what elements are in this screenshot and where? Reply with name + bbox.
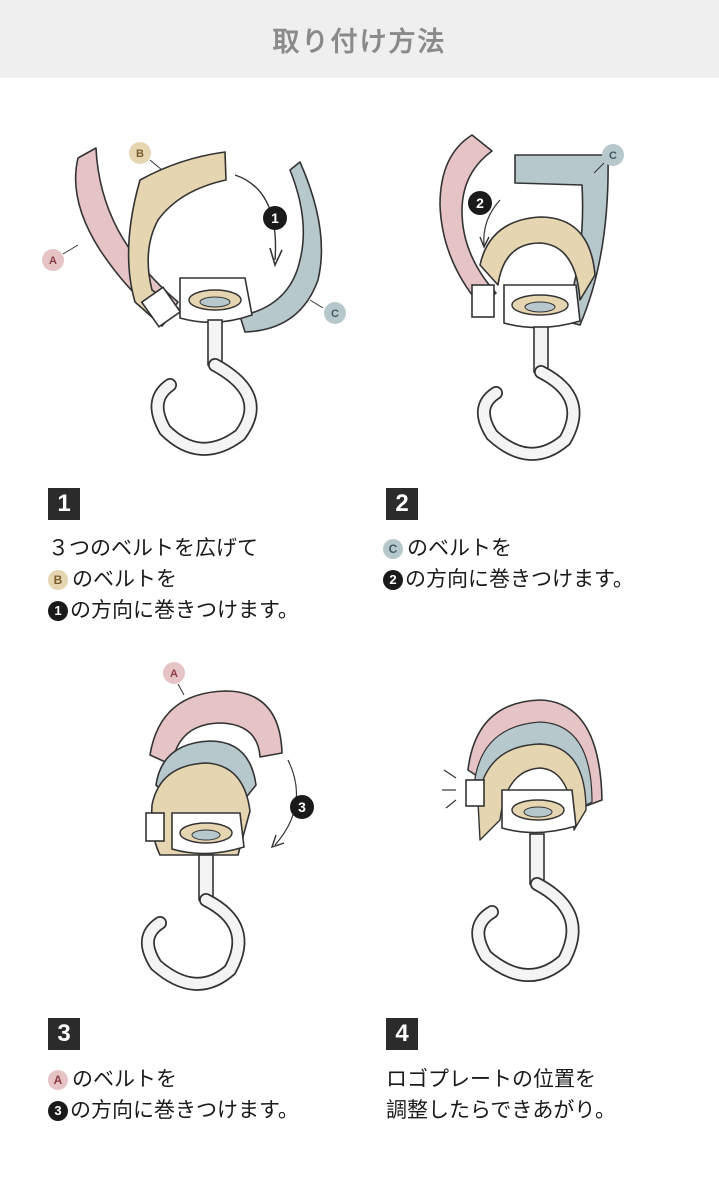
step-2-line-1-text: のベルトを xyxy=(407,536,512,560)
step-2-illustration: 2 C xyxy=(439,134,624,461)
step-4-illustration xyxy=(442,699,603,982)
belt-b-badge: B xyxy=(48,570,68,590)
step-2-number: 2 xyxy=(386,488,418,520)
svg-text:1: 1 xyxy=(271,210,279,226)
svg-text:C: C xyxy=(609,150,617,162)
step-3-line-2-text: の方向に巻きつけます。 xyxy=(70,1098,299,1122)
step-4-line-1: ロゴプレートの位置を xyxy=(386,1067,596,1091)
svg-text:C: C xyxy=(331,308,339,320)
step-1-line-2-text: のベルトを xyxy=(72,567,177,591)
step-3-number: 3 xyxy=(48,1018,80,1050)
page-title: 取り付け方法 xyxy=(272,26,447,58)
step-1-number: 1 xyxy=(48,488,80,520)
step-3-line-1-text: のベルトを xyxy=(72,1067,177,1091)
svg-text:A: A xyxy=(49,255,57,267)
svg-text:B: B xyxy=(136,148,144,160)
direction-3-marker: 3 xyxy=(48,1101,68,1121)
step-1-line-3-text: の方向に巻きつけます。 xyxy=(70,598,299,622)
svg-text:A: A xyxy=(170,668,178,680)
step-3-illustration: 3 A xyxy=(141,662,314,991)
direction-1-marker: 1 xyxy=(48,601,68,621)
belt-c-badge: C xyxy=(383,539,403,559)
belt-a-badge: A xyxy=(48,1070,68,1090)
step-4-number: 4 xyxy=(386,1018,418,1050)
direction-2-marker: 2 xyxy=(383,570,403,590)
step-4-description: ロゴプレートの位置を 調整したらできあがり。 xyxy=(386,1064,616,1126)
page-header: 取り付け方法 xyxy=(0,0,719,78)
svg-text:2: 2 xyxy=(476,195,484,211)
step-4-line-2: 調整したらできあがり。 xyxy=(386,1098,616,1122)
svg-text:3: 3 xyxy=(298,799,306,815)
step-1-line-1: ３つのベルトを広げて xyxy=(48,536,258,560)
step-1-illustration: 1 A B C xyxy=(42,142,346,456)
step-2-line-2-text: の方向に巻きつけます。 xyxy=(405,567,634,591)
